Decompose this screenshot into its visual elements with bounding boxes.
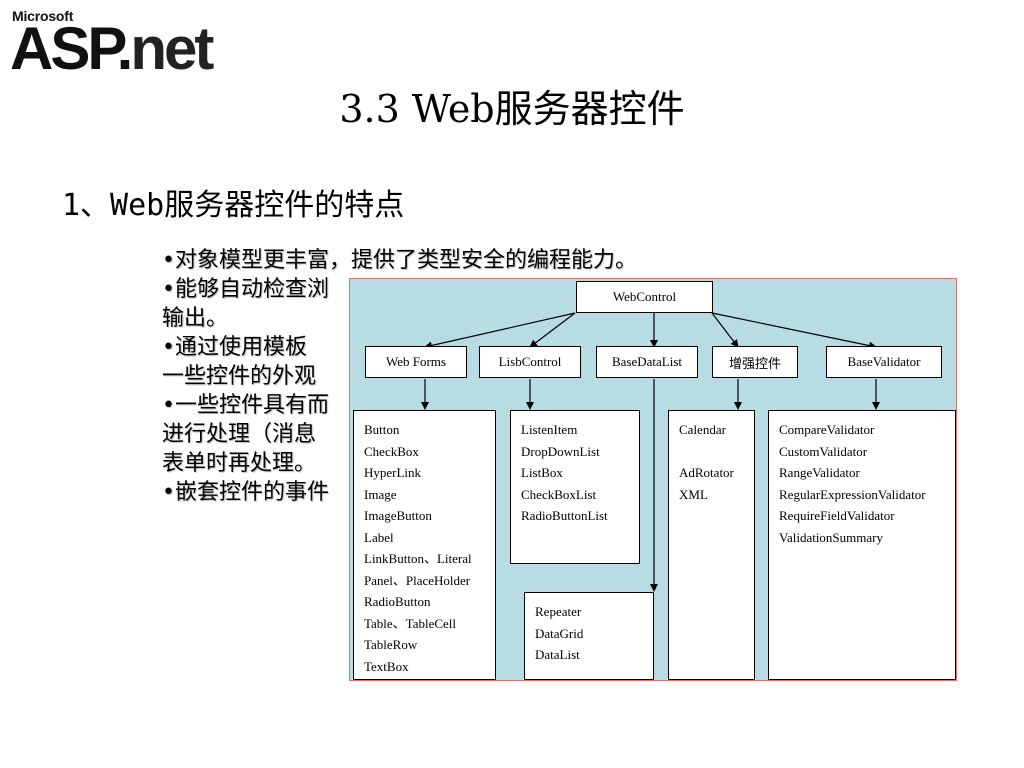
- logo-brand-asp: ASP: [10, 15, 120, 82]
- node-webcontrol: WebControl: [576, 281, 713, 313]
- node-lisbcontrol: LisbControl: [479, 346, 581, 378]
- diagram-connectors: [421, 312, 880, 592]
- enhanced-control-list: Calendar AdRotator XML: [668, 410, 755, 680]
- list-item: RequireFieldValidator: [779, 508, 895, 523]
- list-item: XML: [679, 486, 708, 502]
- list-item: Repeater: [535, 604, 582, 619]
- list-item: TextBox: [364, 658, 409, 674]
- list-item: CustomValidator: [779, 443, 868, 459]
- datalist-control-list: Repeater DataGrid DataList: [524, 592, 654, 680]
- bullet-line: 表单时再处理。: [162, 451, 317, 476]
- logo-brand: ASP.net: [10, 15, 214, 82]
- list-item: ListBox: [521, 465, 563, 480]
- list-item: RegularExpressionValidator: [779, 486, 926, 502]
- list-item: LinkButton、Literal: [364, 551, 472, 566]
- connector-root-webforms: [424, 312, 576, 350]
- logo-brand-dot: .: [116, 15, 134, 82]
- node-basevalidator: BaseValidator: [826, 346, 942, 378]
- connector-root-lisbcontrol: [529, 312, 576, 348]
- bullet-list: •对象模型更丰富，提供了类型安全的编程能力。 •能够自动检查浏 输出。 •通过使…: [162, 246, 782, 507]
- list-control-list: ListenItem DropDownList ListBox CheckBox…: [510, 410, 640, 564]
- slide-title: 3.3 Web服务器控件: [339, 87, 685, 131]
- list-item: RadioButtonList: [521, 508, 608, 523]
- list-item: CompareValidator: [779, 422, 875, 437]
- list-item: DataGrid: [535, 625, 584, 641]
- logo-company: Microsoft: [12, 8, 74, 24]
- bullet-line: 进行处理（消息: [162, 422, 317, 447]
- list-item: ListenItem: [521, 422, 578, 437]
- bullet-line: 一些控件的外观: [162, 364, 317, 389]
- node-enhanced-controls: 增强控件: [712, 346, 798, 378]
- list-item: TableRow: [364, 637, 418, 652]
- aspnet-logo: Microsoft ASP.net: [10, 8, 250, 82]
- list-item: CheckBoxList: [521, 486, 597, 502]
- list-item: DataList: [535, 647, 580, 662]
- bullet-line: •一些控件具有而: [162, 393, 329, 418]
- list-item: HyperLink: [364, 465, 422, 480]
- list-item: CheckBox: [364, 443, 419, 459]
- list-item: RangeValidator: [779, 465, 860, 480]
- list-item: Image: [364, 486, 397, 502]
- logo-brand-net: net: [130, 15, 214, 82]
- connector-root-enhanced: [711, 312, 739, 348]
- validator-control-list: CompareValidator CustomValidator RangeVa…: [768, 410, 956, 680]
- node-web-forms: Web Forms: [365, 346, 467, 378]
- list-item: Button: [364, 422, 400, 437]
- connector-root-basevalidator: [711, 312, 877, 350]
- web-forms-control-list: Button CheckBox HyperLink Image ImageBut…: [353, 410, 496, 680]
- list-item: [679, 441, 754, 463]
- list-item: Table、TableCell: [364, 615, 457, 631]
- bullet-line: •能够自动检查浏: [162, 277, 329, 302]
- list-item: Panel、PlaceHolder: [364, 572, 471, 588]
- list-item: Label: [364, 529, 394, 545]
- list-item: Calendar: [679, 422, 726, 437]
- list-item: ImageButton: [364, 508, 432, 523]
- list-item: ValidationSummary: [779, 529, 883, 545]
- list-item: RadioButton: [364, 594, 431, 609]
- bullet-line: •对象模型更丰富，提供了类型安全的编程能力。: [162, 248, 637, 273]
- webcontrol-hierarchy-diagram: WebControl Web Forms LisbControl BaseDat…: [349, 278, 957, 681]
- list-item: AdRotator: [679, 465, 734, 480]
- bullet-line: 输出。: [162, 306, 229, 331]
- bullet-line: •通过使用模板: [162, 335, 307, 360]
- bullet-line: •嵌套控件的事件: [162, 480, 329, 505]
- section-heading: 1、Web服务器控件的特点: [62, 188, 405, 223]
- list-item: DropDownList: [521, 443, 600, 459]
- node-basedatalist: BaseDataList: [596, 346, 698, 378]
